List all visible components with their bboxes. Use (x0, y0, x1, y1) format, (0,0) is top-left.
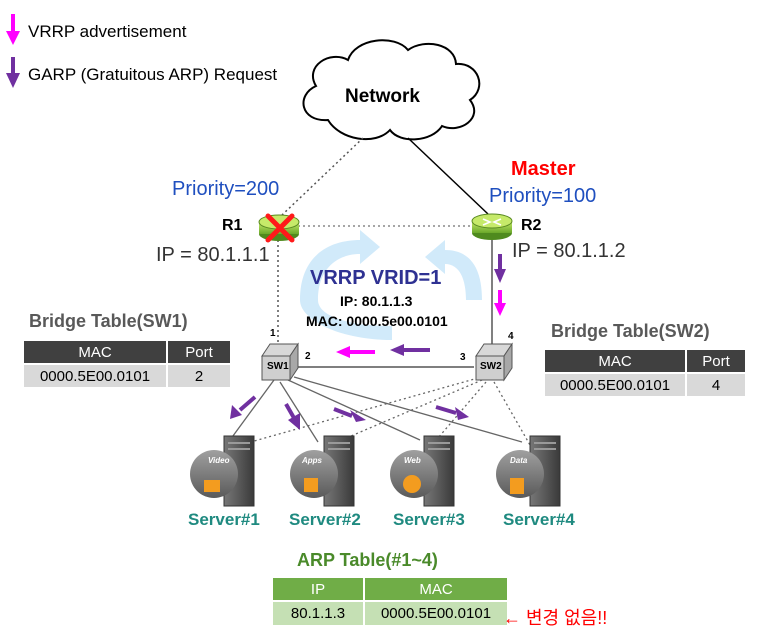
garp-arrow-server4 (435, 405, 469, 420)
bridge-sw1-cell-port: 2 (168, 365, 230, 387)
bridge-sw1-header-port: Port (168, 341, 230, 363)
server-3[interactable]: Web (390, 435, 455, 507)
r1-name: R1 (222, 217, 243, 234)
vrrp-curve-arrows (300, 230, 482, 340)
r2-priority: Priority=100 (489, 185, 597, 207)
sw1-port-2: 2 (305, 351, 311, 362)
server-2-label: Server#2 (289, 510, 361, 529)
bridge-sw2-cell-mac: 0000.5E00.0101 (545, 374, 685, 396)
r2-ip: IP = 80.1.1.2 (512, 240, 626, 262)
arp-title: ARP Table(#1~4) (297, 550, 438, 570)
failed-x-icon (265, 213, 295, 243)
r1-ip: IP = 80.1.1.1 (156, 244, 270, 266)
server-4-tag: Data (510, 456, 528, 465)
vrrp-ip: IP: 80.1.1.3 (340, 293, 413, 309)
sw2-port-3: 3 (460, 352, 466, 363)
r2-name: R2 (521, 217, 542, 234)
server-1[interactable]: Video (190, 435, 255, 507)
server-1-label: Server#1 (188, 510, 260, 529)
server-4[interactable]: Data (496, 435, 561, 507)
bridge-sw2-header-port: Port (687, 350, 745, 372)
bridge-sw2-header-mac: MAC (545, 350, 685, 372)
r2-role: Master (511, 158, 576, 180)
garp-arrow-server2 (284, 403, 300, 430)
bridge-sw1-table: MAC Port 0000.5E00.0101 2 (22, 339, 232, 389)
legend-garp-label: GARP (Gratuitous ARP) Request (28, 65, 278, 84)
router-r2[interactable] (471, 213, 513, 240)
arp-no-change-note: ← 변경 없음!! (503, 608, 608, 628)
bridge-sw1-header-mac: MAC (24, 341, 166, 363)
arp-cell-mac: 0000.5E00.0101 (365, 602, 507, 625)
garp-arrow-server3 (333, 407, 366, 422)
sw2-port-4: 4 (508, 331, 514, 342)
bridge-sw2-table: MAC Port 0000.5E00.0101 4 (543, 348, 747, 398)
bridge-sw2-cell-port: 4 (687, 374, 745, 396)
legend-garp-arrow (6, 57, 20, 88)
arp-header-ip: IP (273, 578, 363, 600)
server-1-tag: Video (208, 456, 230, 465)
server-3-label: Server#3 (393, 510, 465, 529)
link-network-r1 (281, 137, 364, 216)
sw1-label: SW1 (267, 361, 289, 372)
server-2[interactable]: Apps (290, 435, 355, 507)
network-label: Network (345, 86, 420, 107)
legend-vrrp-label: VRRP advertisement (28, 22, 187, 41)
arp-cell-ip: 80.1.1.3 (273, 602, 363, 625)
vrrp-mac: MAC: 0000.5e00.0101 (306, 313, 448, 329)
server-3-tag: Web (404, 456, 421, 465)
vrrp-arrow-sw1 (336, 346, 375, 358)
arp-header-mac: MAC (365, 578, 507, 600)
legend-vrrp-arrow (6, 14, 20, 45)
garp-arrow-server1 (230, 395, 257, 419)
network-cloud (302, 39, 481, 141)
sw1-port-1: 1 (270, 328, 276, 339)
vrrp-arrow-r2-sw2 (494, 290, 506, 316)
link-network-r2 (407, 137, 489, 215)
sw2-label: SW2 (480, 361, 502, 372)
switch-sw1[interactable] (261, 342, 299, 382)
bridge-sw2-title: Bridge Table(SW2) (551, 321, 710, 341)
garp-arrow-r2-sw2 (494, 254, 506, 283)
bridge-sw1-title: Bridge Table(SW1) (29, 311, 188, 331)
r1-priority: Priority=200 (172, 178, 280, 200)
server-2-tag: Apps (301, 456, 323, 465)
bridge-sw1-cell-mac: 0000.5E00.0101 (24, 365, 166, 387)
vrrp-title: VRRP VRID=1 (310, 267, 442, 289)
garp-arrow-sw2-sw1 (390, 344, 430, 356)
switch-sw2[interactable] (475, 342, 513, 382)
links-sw1-servers (229, 376, 523, 443)
server-4-label: Server#4 (503, 510, 575, 529)
arp-table: IP MAC 80.1.1.3 0000.5E00.0101 (271, 576, 509, 627)
